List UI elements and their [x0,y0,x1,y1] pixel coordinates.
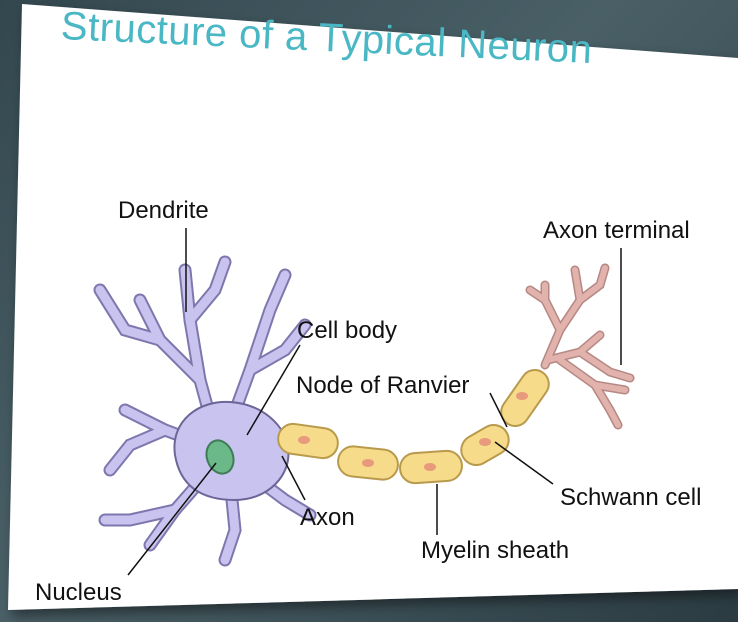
label-schwann-cell: Schwann cell [560,484,701,511]
label-myelin-sheath: Myelin sheath [421,537,569,564]
label-axon-terminal: Axon terminal [543,217,690,244]
label-cell-body: Cell body [297,317,397,344]
label-axon: Axon [300,504,355,531]
label-node-of-ranvier: Node of Ranvier [296,372,469,399]
label-dendrite: Dendrite [118,197,209,224]
axon-terminal-branches [530,268,630,425]
label-nucleus: Nucleus [35,579,122,606]
pointer-schwann-cell [495,442,553,484]
